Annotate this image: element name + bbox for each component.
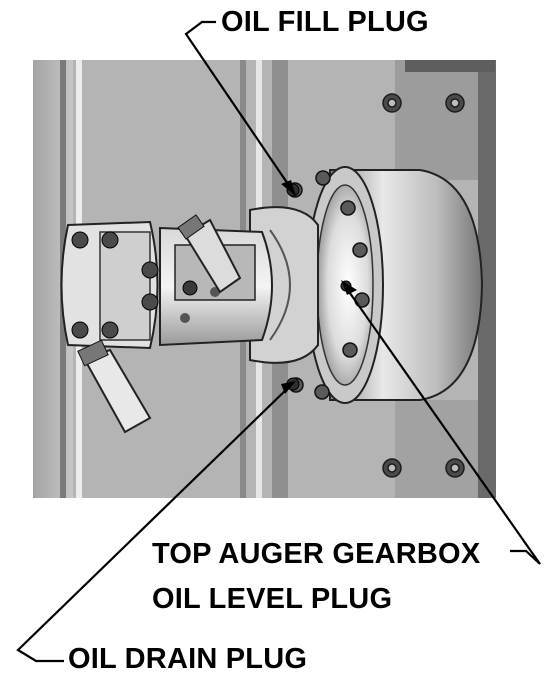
gearbox-housing	[306, 166, 484, 404]
oil-fill-arrowhead	[281, 180, 296, 196]
frame-bolts	[382, 93, 465, 478]
gearbox-oil-level-label-line2: OIL LEVEL PLUG	[152, 583, 393, 615]
leader-lines	[16, 20, 541, 663]
oil-level-arrowhead	[341, 280, 357, 295]
oil-drain-leader-line	[16, 385, 291, 663]
hydraulic-fittings	[77, 214, 242, 434]
flange-bolts	[287, 170, 370, 400]
oil-level-leader-line	[344, 285, 541, 565]
gearbox-oil-level-label-line1: TOP AUGER GEARBOX	[152, 538, 481, 570]
oil-drain-plug-label: OIL DRAIN PLUG	[68, 643, 308, 675]
oil-fill-plug-label: OIL FILL PLUG	[221, 6, 429, 38]
oil-fill-leader-line	[184, 20, 293, 191]
motor-end-cap	[60, 220, 159, 350]
leader-arrowheads	[281, 180, 357, 394]
oil-drain-arrowhead	[281, 381, 296, 394]
